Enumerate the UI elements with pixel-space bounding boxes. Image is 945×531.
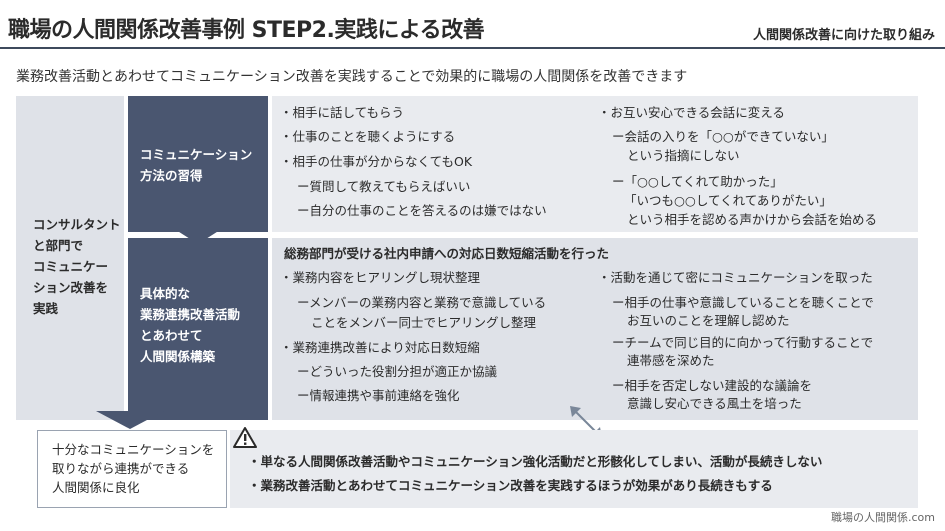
row2-col1-item: ・業務内容をヒアリングし現状整理 xyxy=(280,270,481,285)
row1-label-line: コミュニケーション xyxy=(140,147,253,162)
row1-col2-subitem-cont: という指摘にしない xyxy=(627,148,740,163)
row2-content-box xyxy=(272,238,918,420)
section-label: 人間関係改善に向けた取り組み xyxy=(752,28,935,43)
row1-col1-subitem: ー質問して教えてもらえばいい xyxy=(297,179,471,194)
row1-content-box xyxy=(272,96,918,232)
left-label-line: 実践 xyxy=(33,301,59,316)
row2-label-line: 業務連携改善活動 xyxy=(140,307,241,322)
row2-col2-item: ・活動を通じて密にコミュニケーションを取った xyxy=(598,270,873,285)
row1-label-box: コミュニケーション 方法の習得 xyxy=(128,96,268,232)
row2-label-line: 人間関係構築 xyxy=(140,349,216,364)
row2-col1-subitem-cont: ことをメンバー同士でヒアリングし整理 xyxy=(311,315,537,330)
row2-heading: 総務部門が受ける社内申請への対応日数短縮活動を行った xyxy=(284,246,610,261)
row1-col1-item: ・仕事のことを聴くようにする xyxy=(280,129,456,144)
left-label-line: と部門で xyxy=(33,238,84,253)
row1-col2-subitem: ー「○○してくれて助かった」 xyxy=(612,174,783,189)
left-column xyxy=(16,96,124,420)
result-line: 十分なコミュニケーションを xyxy=(52,442,215,457)
row1-col1-subitem: ー自分の仕事のことを答えるのは嫌ではない xyxy=(297,203,547,218)
row2-col1-subitem: ー情報連携や事前連絡を強化 xyxy=(297,388,460,403)
warning-box xyxy=(230,430,918,508)
warning-icon xyxy=(233,427,257,448)
row2-col1-subitem: ーどういった役割分担が適正か協議 xyxy=(297,364,498,379)
row2-label-box: 具体的な 業務連携改善活動 とあわせて 人間関係構築 xyxy=(128,238,268,420)
left-label: コンサルタント と部門で コミュニケー ション改善を 実践 xyxy=(33,214,121,319)
footer-brand: 職場の人間関係.com xyxy=(831,511,935,524)
page-title: 職場の人間関係改善事例 STEP2.実践による改善 xyxy=(8,18,485,43)
row1-label-line: 方法の習得 xyxy=(140,168,203,183)
row1-col2-subitem-cont: という相手を認める声かけから会話を始める xyxy=(627,212,878,227)
row2-col2-subitem: ー相手を否定しない建設的な議論を xyxy=(612,378,813,393)
row2-label-line: 具体的な xyxy=(140,286,191,301)
result-line: 取りながら連携ができる xyxy=(52,461,190,476)
subtitle: 業務改善活動とあわせてコミュニケーション改善を実践することで効果的に職場の人間関… xyxy=(16,69,688,85)
row2-col1-subitem: ーメンバーの業務内容と業務で意識している xyxy=(297,295,547,310)
down-arrow-icon xyxy=(96,411,164,429)
row2-col2-subitem: ーチームで同じ目的に向かって行動することで xyxy=(612,335,874,350)
row1-col1-item: ・相手の仕事が分からなくてもOK xyxy=(280,154,473,169)
result-text: 十分なコミュニケーションを 取りながら連携ができる 人間関係に良化 xyxy=(52,440,214,497)
row1-col2-item: ・お互い安心できる会話に変える xyxy=(598,105,785,120)
row1-col2-subitem-cont: 「いつも○○してくれてありがたい」 xyxy=(624,193,832,208)
row1-col2-subitem: ー会話の入りを「○○ができていない」 xyxy=(612,129,834,144)
result-box xyxy=(37,430,227,508)
row2-col2-subitem-cont: 連帯感を深めた xyxy=(627,353,715,368)
row2-col2-subitem-cont: 意識し安心できる風土を培った xyxy=(627,396,802,411)
row2-label-line: とあわせて xyxy=(140,328,203,343)
warning-line: ・単なる人間関係改善活動やコミュニケーション強化活動だと形骸化してしまい、活動が… xyxy=(248,454,823,469)
row1-col1-item: ・相手に話してもらう xyxy=(280,105,405,120)
result-line: 人間関係に良化 xyxy=(52,480,140,495)
row2-col2-subitem: ー相手の仕事や意識していることを聴くことで xyxy=(612,295,874,310)
left-label-line: ション改善を xyxy=(33,280,109,295)
left-label-line: コンサルタント xyxy=(33,217,121,232)
warning-line: ・業務改善活動とあわせてコミュニケーション改善を実践するほうが効果があり長続きも… xyxy=(248,478,773,493)
header-rule xyxy=(0,47,945,49)
left-label-line: コミュニケー xyxy=(33,259,109,274)
row2-col1-item: ・業務連携改善により対応日数短縮 xyxy=(280,340,480,355)
row2-col2-subitem-cont: お互いのことを理解し認めた xyxy=(627,313,790,328)
